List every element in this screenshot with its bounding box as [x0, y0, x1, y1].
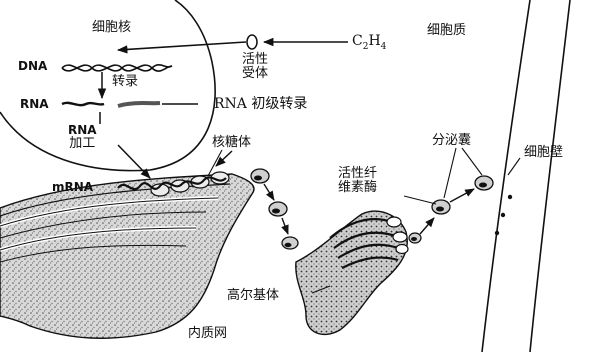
- golgi-body: [296, 211, 408, 334]
- ribosome-label: 核糖体: [212, 136, 251, 150]
- nucleus-label: 细胞核: [92, 21, 131, 35]
- dna-label: DNA: [18, 60, 47, 73]
- rna-strand: [62, 103, 104, 105]
- er-label: 内质网: [188, 327, 227, 341]
- ethylene-h: H: [368, 33, 380, 49]
- rna-primary-transcript: [118, 103, 160, 106]
- rna-processing-line1: RNA: [68, 124, 97, 137]
- vesicle-label: 分泌囊: [432, 134, 471, 148]
- primary-transcript-label: RNA 初级转录: [214, 97, 307, 112]
- cellulase-label: 活性纤 维素酶: [338, 167, 377, 194]
- transcription-label: 转录: [112, 75, 138, 89]
- ethylene-formula: C2H4: [352, 33, 386, 52]
- dna-helix: [62, 65, 172, 71]
- rna-processing-line2: 加工: [68, 137, 97, 151]
- active-receptor-line2: 受体: [242, 67, 268, 81]
- rna-label: RNA: [20, 98, 49, 111]
- active-receptor-label: 活性 受体: [242, 53, 268, 80]
- cellulase-line2: 维素酶: [338, 181, 377, 195]
- rna-processing-label: RNA 加工: [68, 124, 97, 150]
- cellulase-line1: 活性纤: [338, 167, 377, 181]
- cell-wall-line: [530, 0, 570, 352]
- ethylene-c: C: [352, 33, 363, 49]
- cytoplasm-label: 细胞质: [427, 24, 466, 38]
- ethylene-h-sub: 4: [381, 42, 387, 52]
- mrna-label: mRNA: [52, 181, 93, 194]
- receptor-oval: [247, 35, 257, 49]
- cell-wall-label: 细胞壁: [524, 146, 563, 160]
- golgi-label: 高尔基体: [227, 289, 279, 303]
- plasma-membrane: [482, 0, 530, 352]
- active-receptor-line1: 活性: [242, 53, 268, 67]
